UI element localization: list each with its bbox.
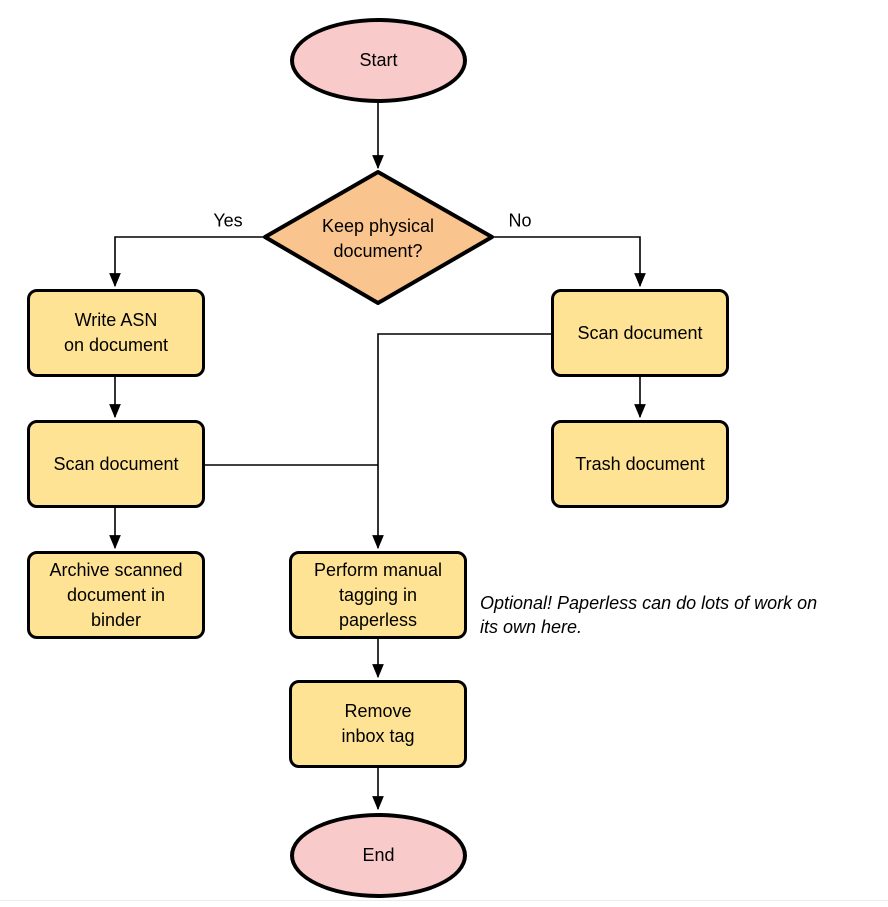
node-scan-document-right: Scan document bbox=[551, 289, 729, 377]
node-manual-tagging: Perform manual tagging in paperless bbox=[289, 551, 467, 639]
canvas-bottom-border bbox=[0, 900, 888, 901]
node-scan-document-right-label: Scan document bbox=[577, 322, 703, 343]
node-archive-binder-label: Archive scanned document in binder bbox=[49, 559, 183, 630]
node-trash-document: Trash document bbox=[551, 420, 729, 508]
node-remove-inbox-tag: Remove inbox tag bbox=[289, 680, 467, 768]
node-end: End bbox=[290, 813, 467, 898]
node-manual-tagging-label: Perform manual tagging in paperless bbox=[313, 559, 443, 630]
node-archive-binder: Archive scanned document in binder bbox=[27, 551, 205, 639]
node-remove-inbox-tag-label: Remove inbox tag bbox=[341, 701, 415, 746]
edge-label-yes: Yes bbox=[211, 210, 245, 232]
edge-decision-yes-to-write-asn bbox=[109, 236, 265, 288]
node-write-asn: Write ASN on document bbox=[27, 289, 205, 377]
edge-scan-right-to-tagging bbox=[372, 333, 551, 550]
edge-label-no: No bbox=[506, 210, 534, 232]
node-trash-document-label: Trash document bbox=[575, 453, 705, 474]
node-start-label: Start bbox=[359, 50, 398, 70]
node-scan-document-left-label: Scan document bbox=[53, 453, 179, 474]
note-optional-paperless: Optional! Paperless can do lots of work … bbox=[480, 593, 818, 637]
node-scan-document-left: Scan document bbox=[27, 420, 205, 508]
decision-shape bbox=[263, 170, 494, 305]
node-end-label: End bbox=[362, 845, 395, 865]
node-decision-label: Keep physical document? bbox=[321, 216, 435, 261]
node-write-asn-label: Write ASN on document bbox=[63, 310, 169, 355]
edge-decision-no-to-scan-document bbox=[491, 236, 646, 288]
node-start: Start bbox=[290, 18, 467, 103]
